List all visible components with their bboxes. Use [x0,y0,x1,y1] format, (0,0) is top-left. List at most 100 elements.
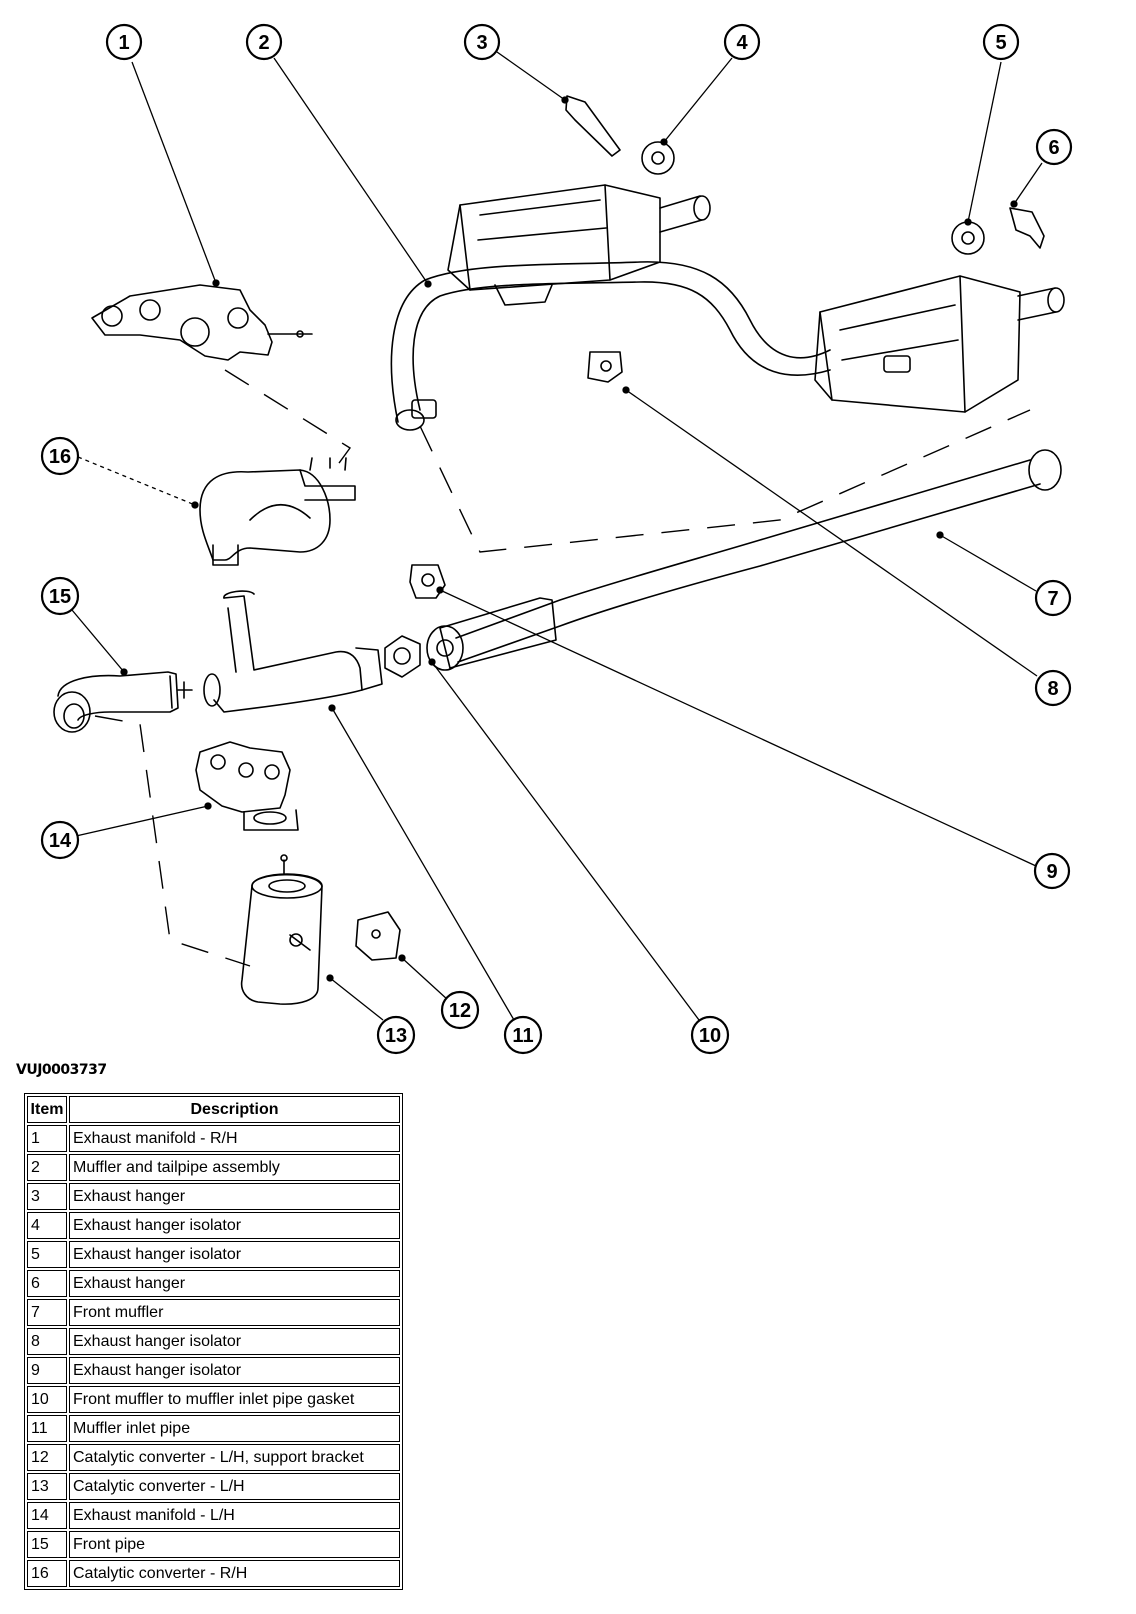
cell-item: 9 [27,1357,67,1384]
cell-item: 11 [27,1415,67,1442]
cell-description: Catalytic converter - L/H, support brack… [69,1444,400,1471]
svg-text:14: 14 [49,830,72,852]
svg-text:13: 13 [385,1025,407,1047]
cell-description: Front pipe [69,1531,400,1558]
callout-8: 8 [1034,669,1072,707]
part-front-pipe [53,671,193,733]
part-exhaust-hanger-3 [565,95,621,157]
cell-item: 6 [27,1270,67,1297]
cell-description: Exhaust hanger [69,1183,400,1210]
callout-14: 14 [40,820,80,860]
cell-description: Catalytic converter - R/H [69,1560,400,1587]
svg-text:3: 3 [476,32,487,54]
cell-description: Exhaust hanger [69,1270,400,1297]
part-isolator-4 [641,141,675,175]
callout-4: 4 [723,23,761,61]
svg-text:7: 7 [1047,588,1058,610]
cell-description: Muffler inlet pipe [69,1415,400,1442]
svg-text:6: 6 [1048,137,1059,159]
column-header-description: Description [69,1096,400,1123]
cell-item: 1 [27,1125,67,1152]
callout-13: 13 [376,1015,416,1055]
callout-15: 15 [40,576,80,616]
cell-description: Exhaust hanger isolator [69,1212,400,1239]
svg-text:16: 16 [49,446,71,468]
part-support-bracket [355,911,401,961]
part-exhaust-manifold-rh [91,284,313,361]
cell-description: Catalytic converter - L/H [69,1473,400,1500]
callout-5: 5 [982,23,1020,61]
callout-12: 12 [440,990,480,1030]
part-muffler-inlet-pipe [203,590,383,713]
svg-text:10: 10 [699,1025,721,1047]
svg-text:9: 9 [1046,861,1057,883]
cell-item: 16 [27,1560,67,1587]
svg-text:2: 2 [258,32,269,54]
leader-lines [71,51,1043,1021]
part-exhaust-hanger-6 [1009,207,1045,249]
alignment-lines [94,369,1031,967]
cell-item: 7 [27,1299,67,1326]
part-catalytic-converter-rh [199,457,356,566]
cell-item: 12 [27,1444,67,1471]
cell-item: 13 [27,1473,67,1500]
figure-id: VUJ0003737 [16,1062,107,1078]
part-isolator-5 [951,221,985,255]
callout-10: 10 [690,1015,730,1055]
part-catalytic-converter-lh [240,854,323,1005]
callout-7: 7 [1034,579,1072,617]
part-exhaust-manifold-lh [195,741,299,831]
cell-item: 10 [27,1386,67,1413]
table-header-row: Item Description [27,1096,400,1123]
callouts: 1 2 3 4 5 6 7 8 9 10 11 12 13 14 15 16 [40,23,1073,1055]
cell-item: 4 [27,1212,67,1239]
cell-description: Exhaust hanger isolator [69,1328,400,1355]
svg-text:8: 8 [1047,678,1058,700]
cell-description: Muffler and tailpipe assembly [69,1154,400,1181]
column-header-item: Item [27,1096,67,1123]
cell-item: 8 [27,1328,67,1355]
cell-item: 2 [27,1154,67,1181]
part-gasket [384,635,421,678]
callout-6: 6 [1035,128,1073,166]
cell-description: Exhaust manifold - R/H [69,1125,400,1152]
part-front-muffler [426,449,1062,671]
part-isolator-8 [587,351,623,383]
cell-item: 15 [27,1531,67,1558]
svg-text:5: 5 [995,32,1006,54]
callout-11: 11 [503,1015,543,1055]
svg-text:11: 11 [512,1025,533,1047]
callout-3: 3 [463,23,501,61]
callout-2: 2 [245,23,283,61]
cell-item: 3 [27,1183,67,1210]
part-muffler-tailpipe-assembly [390,184,1065,431]
cell-description: Exhaust hanger isolator [69,1241,400,1268]
svg-text:1: 1 [118,32,129,54]
svg-text:4: 4 [736,32,748,54]
cell-description: Front muffler [69,1299,400,1326]
exhaust-system-diagram: 1 2 3 4 5 6 7 8 9 10 11 12 13 14 15 16 [40,23,1073,1055]
cell-item: 5 [27,1241,67,1268]
callout-9: 9 [1033,852,1071,890]
cell-item: 14 [27,1502,67,1529]
callout-1: 1 [105,23,143,61]
cell-description: Exhaust hanger isolator [69,1357,400,1384]
cell-description: Front muffler to muffler inlet pipe gask… [69,1386,400,1413]
svg-text:15: 15 [49,586,71,608]
